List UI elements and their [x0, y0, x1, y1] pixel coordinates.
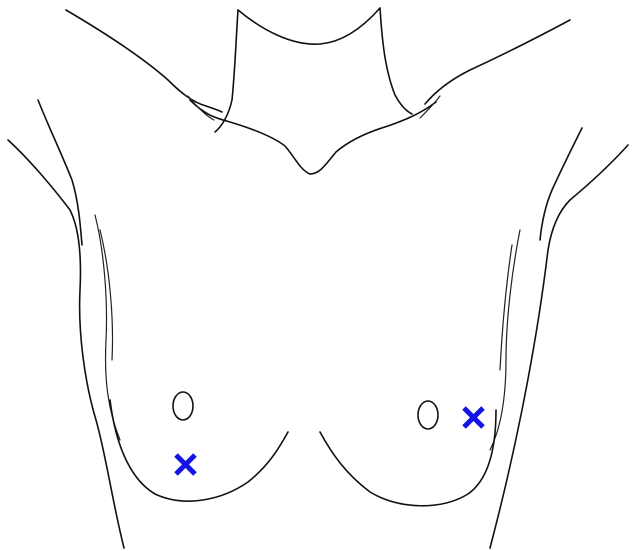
- left-clavicle: [190, 100, 310, 174]
- neck-left-edge: [215, 10, 238, 132]
- right-torso-side: [490, 230, 520, 450]
- neck-top-curve: [238, 8, 380, 44]
- neck-right-edge: [380, 8, 412, 114]
- right-nipple: [418, 401, 438, 429]
- left-breast-outline: [110, 400, 288, 501]
- right-clavicle: [310, 102, 436, 174]
- right-breast-lower-inner-marker: [176, 455, 195, 474]
- right-shoulder-line: [425, 20, 570, 104]
- left-nipple: [173, 392, 193, 420]
- left-torso-side: [95, 215, 120, 440]
- left-shoulder-line: [66, 10, 222, 112]
- left-breast-upper-outer-marker: [464, 408, 483, 427]
- right-arm-outer: [490, 145, 628, 548]
- left-arm-outer: [8, 140, 124, 548]
- right-arm-inner: [540, 128, 582, 240]
